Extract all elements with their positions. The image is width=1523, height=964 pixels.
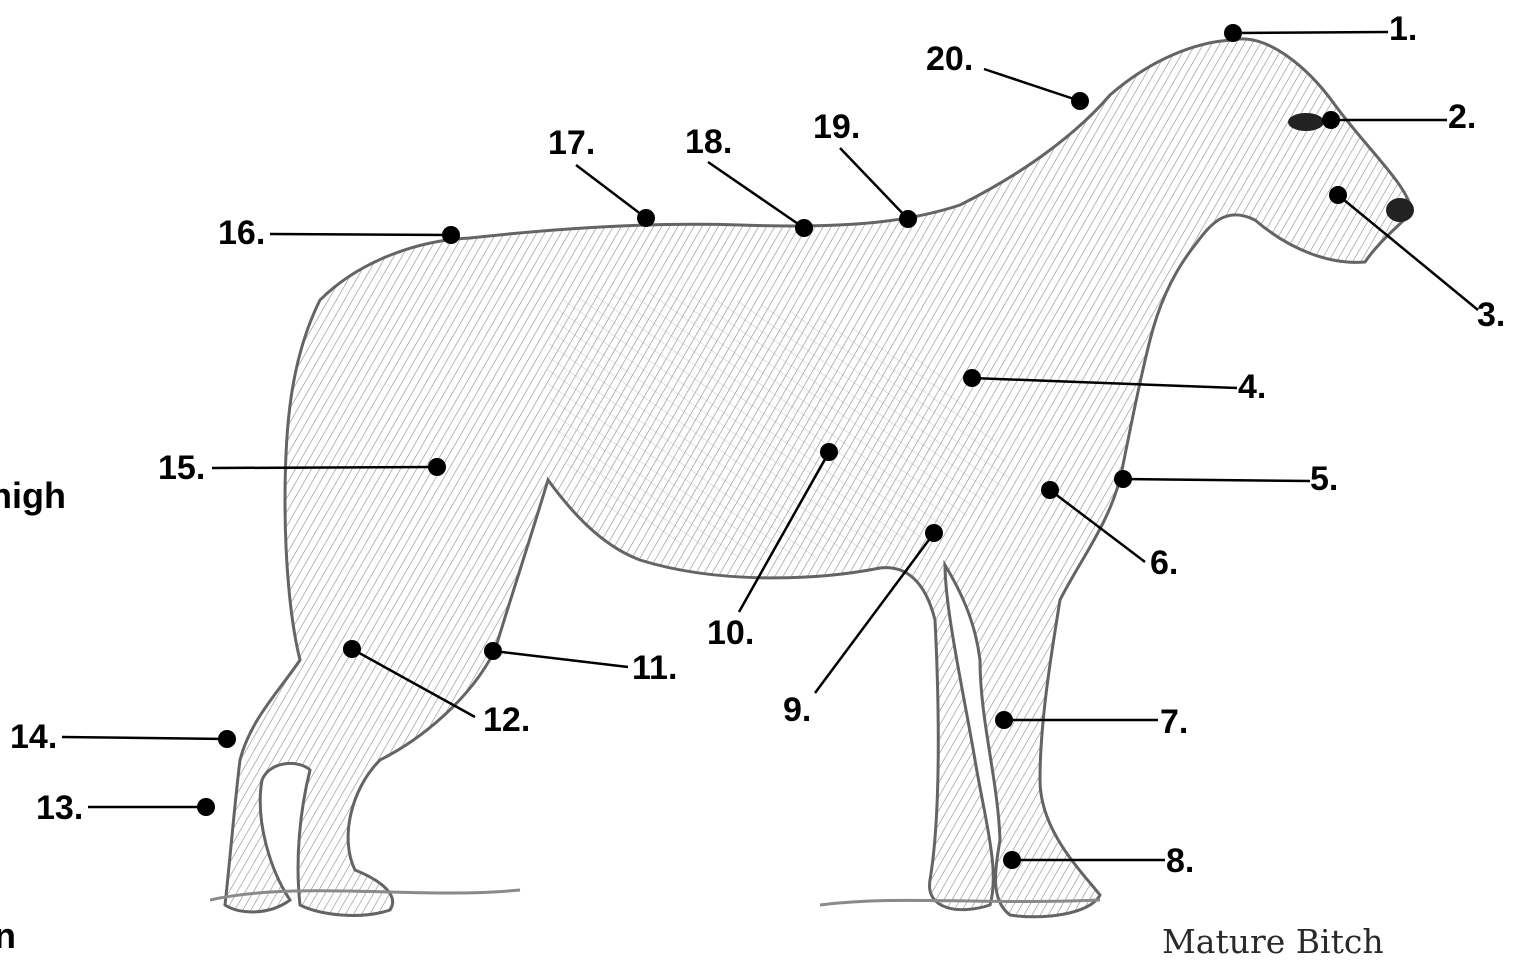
point-13 <box>197 798 215 816</box>
label-7: 7. <box>1160 705 1188 739</box>
label-2: 2. <box>1448 100 1476 134</box>
label-13: 13. <box>36 791 83 825</box>
point-15 <box>428 458 446 476</box>
point-8 <box>1003 851 1021 869</box>
point-16 <box>442 226 460 244</box>
cut-text-left-2: n <box>0 918 16 954</box>
point-7 <box>995 711 1013 729</box>
dog-sketch <box>210 39 1414 917</box>
label-10: 10. <box>707 616 754 650</box>
label-5: 5. <box>1310 462 1338 496</box>
point-19 <box>899 210 917 228</box>
label-6: 6. <box>1150 546 1178 580</box>
point-2 <box>1322 111 1340 129</box>
leader-line-16 <box>270 234 451 235</box>
label-9: 9. <box>783 693 811 727</box>
label-16: 16. <box>218 216 265 250</box>
label-18: 18. <box>685 125 732 159</box>
point-17 <box>637 209 655 227</box>
drawing-caption: Mature Bitch <box>1162 922 1384 961</box>
leader-line-18 <box>708 162 804 228</box>
leader-line-19 <box>840 148 908 219</box>
point-10 <box>820 443 838 461</box>
label-8: 8. <box>1166 844 1194 878</box>
cut-text-left-1: nigh <box>0 478 66 514</box>
label-12: 12. <box>483 703 530 737</box>
point-14 <box>218 730 236 748</box>
point-4 <box>963 369 981 387</box>
point-18 <box>795 219 813 237</box>
point-1 <box>1224 24 1242 42</box>
point-9 <box>925 524 943 542</box>
leader-line-1 <box>1233 32 1388 33</box>
dog-eye <box>1288 113 1324 131</box>
leader-line-17 <box>576 165 646 218</box>
label-4: 4. <box>1238 370 1266 404</box>
leader-line-5 <box>1123 479 1310 481</box>
point-12 <box>343 640 361 658</box>
leader-line-11 <box>493 651 628 667</box>
label-19: 19. <box>813 110 860 144</box>
point-6 <box>1041 481 1059 499</box>
point-3 <box>1329 186 1347 204</box>
label-11: 11. <box>632 651 677 685</box>
label-14: 14. <box>10 720 57 754</box>
leader-line-20 <box>984 69 1080 101</box>
label-15: 15. <box>158 451 205 485</box>
point-11 <box>484 642 502 660</box>
leader-line-15 <box>212 467 437 468</box>
label-20: 20. <box>926 42 973 76</box>
label-17: 17. <box>548 126 595 160</box>
label-1: 1. <box>1389 12 1417 46</box>
point-5 <box>1114 470 1132 488</box>
label-3: 3. <box>1477 298 1505 332</box>
leader-line-14 <box>62 737 227 739</box>
dog-nose <box>1386 198 1414 222</box>
point-20 <box>1071 92 1089 110</box>
